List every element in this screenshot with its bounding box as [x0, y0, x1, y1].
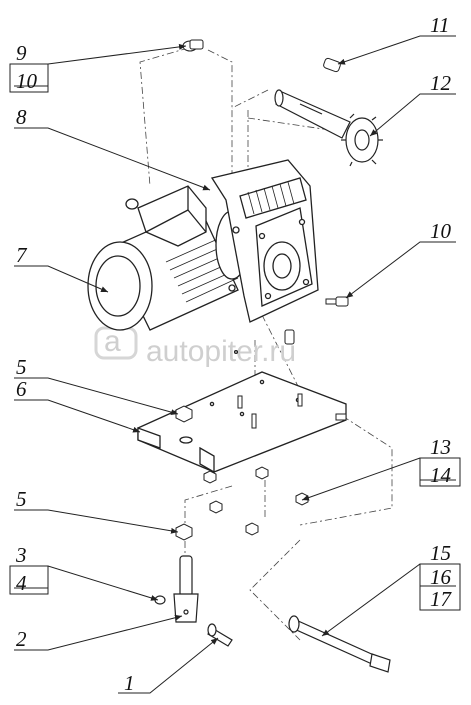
leader-lines	[9, 35, 461, 694]
callout-4: 4	[16, 571, 27, 595]
callout-1: 1	[124, 671, 135, 695]
callout-15: 15	[430, 541, 451, 565]
callout-5-upper: 5	[16, 355, 27, 379]
watermark: a autopiter.ru	[94, 325, 296, 368]
callout-9: 9	[16, 41, 27, 65]
watermark-logo-glyph: a	[104, 325, 121, 358]
part-pin	[284, 329, 295, 345]
callout-3: 3	[15, 543, 27, 567]
part-sprocket	[341, 113, 383, 167]
callout-12: 12	[430, 71, 452, 95]
part-mounting-plate	[137, 349, 347, 474]
callout-13: 13	[430, 435, 451, 459]
callout-10-top: 10	[16, 69, 38, 93]
callout-14: 14	[430, 463, 452, 487]
callout-5-lower: 5	[16, 487, 27, 511]
callout-labels: 9 10 8 7 5 6 5 3 4 2 1 11 12 10 13 14 15…	[15, 13, 453, 695]
part-output-shaft	[274, 89, 351, 139]
watermark-text: autopiter.ru	[146, 335, 296, 368]
part-gearbox-bolt	[325, 296, 349, 307]
part-small-bolt-top	[182, 39, 204, 52]
callout-16: 16	[430, 565, 452, 589]
callout-2: 2	[16, 627, 27, 651]
part-adjusting-rod	[154, 555, 199, 623]
part-long-bolt	[288, 615, 391, 673]
callout-7: 7	[16, 243, 28, 267]
callout-17: 17	[430, 587, 453, 611]
callout-6: 6	[16, 377, 27, 401]
part-key	[323, 57, 341, 73]
callout-10-right: 10	[430, 219, 452, 243]
callout-11: 11	[430, 13, 449, 37]
part-electric-motor	[87, 185, 249, 331]
part-foot-pin	[207, 623, 233, 647]
assembly-dashed-lines	[139, 47, 393, 641]
part-plate-bolts	[237, 393, 347, 429]
part-worm-gearbox	[210, 159, 319, 323]
callout-8: 8	[16, 105, 27, 129]
